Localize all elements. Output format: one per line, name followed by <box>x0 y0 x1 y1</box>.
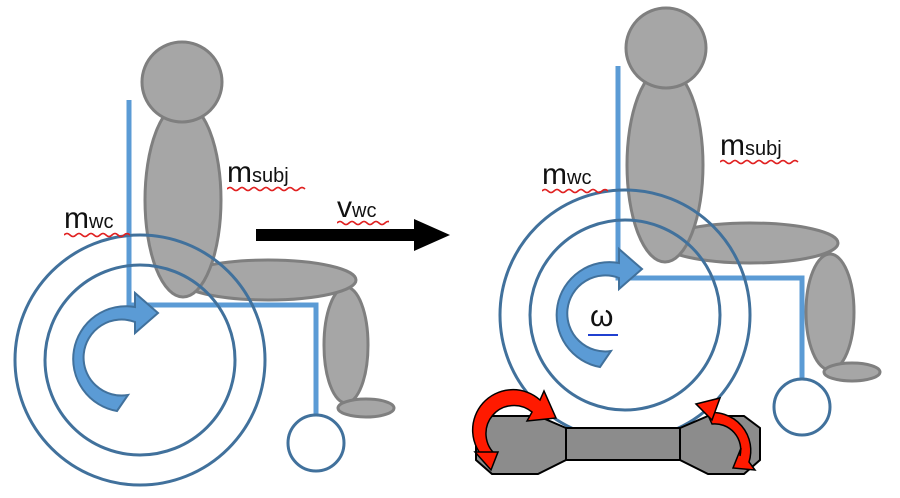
label-v-wc: vwc <box>337 191 377 224</box>
squiggle-omega <box>588 334 618 336</box>
left-big-wheel-outer <box>13 233 267 487</box>
squiggle-m-wc-left <box>64 232 130 238</box>
left-wheelchair <box>13 40 396 487</box>
roller-bar <box>554 427 691 461</box>
right-subject-torso <box>625 66 705 264</box>
left-caster-wheel <box>286 413 346 473</box>
label-m-subj-left: msubj <box>227 156 289 189</box>
left-big-wheel-inner <box>43 263 237 457</box>
right-wheelchair <box>498 6 882 442</box>
velocity-arrow <box>256 219 450 251</box>
left-subject-lower-leg <box>322 285 370 405</box>
squiggle-m-subj-right <box>720 159 799 165</box>
roller-left-rotation-arrow <box>471 388 558 461</box>
left-frame <box>126 100 319 418</box>
label-omega: ω <box>590 300 614 333</box>
roller-ergometer <box>471 388 761 475</box>
label-m-subj-right: msubj <box>720 129 782 162</box>
squiggle-m-wc-right <box>542 188 608 194</box>
right-rotation-arrow <box>555 246 644 369</box>
right-subject-head <box>624 6 708 90</box>
left-subject-foot <box>336 397 396 419</box>
right-subject-foot <box>822 361 882 383</box>
label-m-wc-left: mwc <box>64 202 114 235</box>
right-subject-lower-leg <box>804 252 856 372</box>
right-big-wheel-inner <box>528 218 722 412</box>
right-frame <box>615 66 805 383</box>
right-caster-wheel <box>772 377 832 437</box>
left-rotation-arrow <box>72 290 160 413</box>
left-subject-head <box>140 40 224 124</box>
roller-right-rotation-arrow <box>705 411 757 471</box>
squiggle-m-subj-left <box>227 186 306 192</box>
squiggle-v-wc <box>337 220 389 226</box>
label-m-wc-right: mwc <box>542 158 592 191</box>
